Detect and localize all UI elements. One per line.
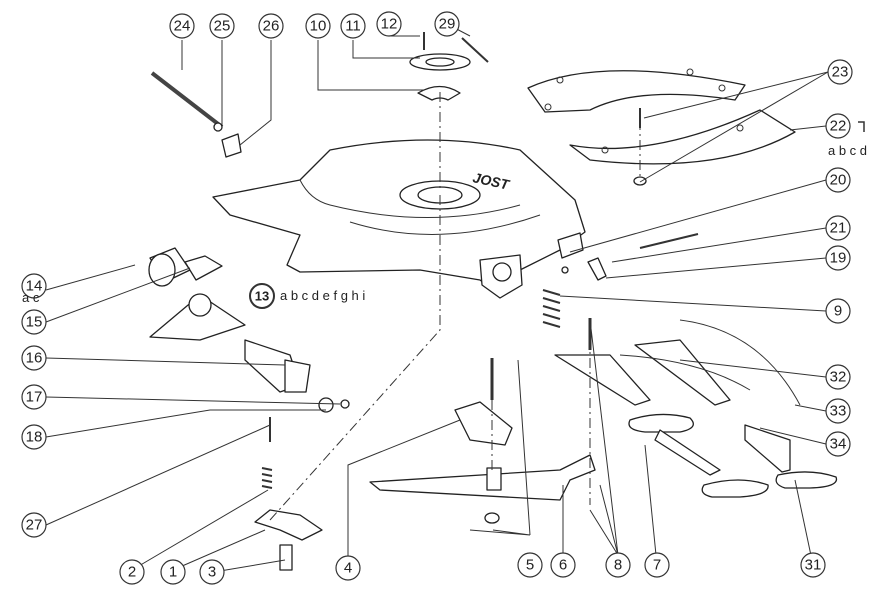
callout-4: 4 bbox=[335, 555, 361, 581]
callout-17: 17 bbox=[21, 384, 47, 410]
svg-text:27: 27 bbox=[26, 517, 43, 534]
svg-text:a b c d e f g h i: a b c d e f g h i bbox=[280, 288, 365, 303]
svg-text:a c: a c bbox=[22, 290, 40, 305]
svg-text:17: 17 bbox=[26, 389, 43, 406]
svg-text:7: 7 bbox=[653, 557, 661, 574]
lower-center-parts bbox=[369, 318, 651, 524]
callout-9: 9 bbox=[825, 298, 851, 324]
callout-15: 15 bbox=[21, 309, 47, 335]
callout-16: 16 bbox=[21, 345, 47, 371]
release-handles bbox=[619, 319, 838, 498]
svg-text:32: 32 bbox=[830, 369, 847, 386]
release-parts bbox=[561, 233, 699, 281]
callout-34: 34 bbox=[825, 431, 851, 457]
callout-11: 11 bbox=[340, 13, 366, 39]
mounting-plates bbox=[527, 68, 796, 186]
svg-text:24: 24 bbox=[174, 18, 191, 35]
svg-text:18: 18 bbox=[26, 429, 43, 446]
callout-7: 7 bbox=[644, 552, 670, 578]
svg-text:34: 34 bbox=[830, 436, 847, 453]
svg-text:a b c d: a b c d bbox=[828, 143, 867, 158]
callout-29: 29 bbox=[434, 11, 460, 37]
svg-text:25: 25 bbox=[214, 18, 231, 35]
svg-text:4: 4 bbox=[344, 560, 352, 577]
fifth-wheel-plate: JOST bbox=[212, 139, 586, 299]
callout-25: 25 bbox=[209, 13, 235, 39]
callout-27: 27 bbox=[21, 512, 47, 538]
svg-text:16: 16 bbox=[26, 350, 43, 367]
svg-text:10: 10 bbox=[310, 18, 327, 35]
adjust-bolt-assembly bbox=[150, 71, 242, 158]
svg-text:2: 2 bbox=[128, 564, 136, 581]
callout-10: 10 bbox=[305, 13, 331, 39]
callout-12: 12 bbox=[376, 11, 402, 37]
svg-text:13: 13 bbox=[255, 289, 269, 304]
callout-19: 19 bbox=[825, 245, 851, 271]
callout-26: 26 bbox=[258, 13, 284, 39]
leader-lines bbox=[45, 23, 829, 573]
callout-3: 3 bbox=[199, 559, 225, 585]
callout-21: 21 bbox=[825, 215, 851, 241]
callout-2: 2 bbox=[119, 559, 145, 585]
lower-left-parts bbox=[254, 417, 323, 571]
svg-text:8: 8 bbox=[614, 557, 622, 574]
svg-text:15: 15 bbox=[26, 314, 43, 331]
svg-text:11: 11 bbox=[345, 18, 361, 35]
svg-text:20: 20 bbox=[830, 172, 847, 189]
svg-text:14: 14 bbox=[26, 278, 43, 295]
left-parts bbox=[148, 247, 350, 413]
callout-13: 13 a b c d e f g h i bbox=[249, 283, 365, 309]
svg-text:26: 26 bbox=[263, 18, 280, 35]
callout-18: 18 bbox=[21, 424, 47, 450]
callout-32: 32 bbox=[825, 364, 851, 390]
callout-33: 33 bbox=[825, 398, 851, 424]
callout-14: 14 a c bbox=[21, 273, 47, 305]
callout-31: 31 bbox=[800, 552, 826, 578]
svg-text:19: 19 bbox=[830, 250, 847, 267]
callout-5: 5 bbox=[517, 552, 543, 578]
svg-text:29: 29 bbox=[439, 16, 456, 33]
svg-text:12: 12 bbox=[381, 16, 398, 33]
svg-text:5: 5 bbox=[526, 557, 534, 574]
svg-text:22: 22 bbox=[830, 118, 847, 135]
callout-8: 8 bbox=[605, 552, 631, 578]
spring-part bbox=[542, 289, 561, 328]
callout-22: 22 a b c d bbox=[825, 113, 867, 158]
svg-text:9: 9 bbox=[834, 303, 842, 320]
svg-text:3: 3 bbox=[208, 564, 216, 581]
svg-text:6: 6 bbox=[559, 557, 567, 574]
svg-text:31: 31 bbox=[805, 557, 822, 574]
callout-6: 6 bbox=[550, 552, 576, 578]
svg-text:21: 21 bbox=[830, 220, 847, 237]
svg-text:33: 33 bbox=[830, 403, 847, 420]
callout-20: 20 bbox=[825, 167, 851, 193]
svg-text:23: 23 bbox=[832, 64, 849, 81]
callout-1: 1 bbox=[160, 559, 186, 585]
callouts: 24 25 26 10 11 12 29 23 22 a b c d 20 21… bbox=[21, 11, 867, 585]
brand-mark: JOST bbox=[471, 169, 512, 193]
callout-24: 24 bbox=[169, 13, 195, 39]
svg-text:1: 1 bbox=[169, 564, 177, 581]
callout-23: 23 bbox=[827, 59, 853, 85]
lock-rings bbox=[409, 32, 489, 101]
center-lines bbox=[269, 92, 641, 521]
